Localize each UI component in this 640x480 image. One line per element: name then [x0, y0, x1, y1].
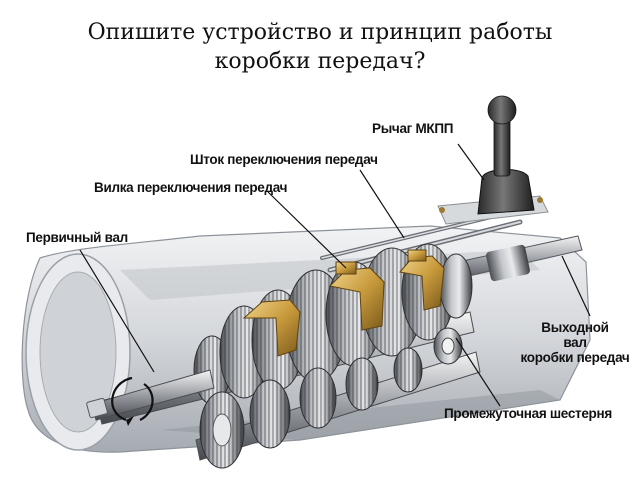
countershaft: [195, 327, 481, 469]
label-shift-rod: Шток переключения передач: [190, 152, 378, 167]
label-shift-lever: Рычаг МКПП: [372, 121, 454, 136]
slide-title-line-2: коробки передач?: [214, 49, 426, 74]
label-input-shaft: Первичный вал: [26, 230, 128, 245]
label-output-shaft: Выходной вал коробки передач: [512, 320, 638, 365]
label-output-shaft-line-2: вал: [563, 335, 587, 350]
input-shaft: [86, 369, 215, 426]
gear-lever: [437, 95, 549, 225]
slide-title: Опишите устройство и принцип работы коро…: [0, 18, 640, 76]
label-intermediate-gear: Промежуточная шестерня: [444, 406, 612, 421]
label-output-shaft-line-1: Выходной: [541, 320, 609, 335]
label-shift-fork: Вилка переключения передач: [94, 180, 288, 195]
label-output-shaft-line-3: коробки передач: [520, 350, 630, 365]
leader-lines: [79, 143, 591, 407]
slide-title-line-1: Опишите устройство и принцип работы: [87, 20, 553, 45]
